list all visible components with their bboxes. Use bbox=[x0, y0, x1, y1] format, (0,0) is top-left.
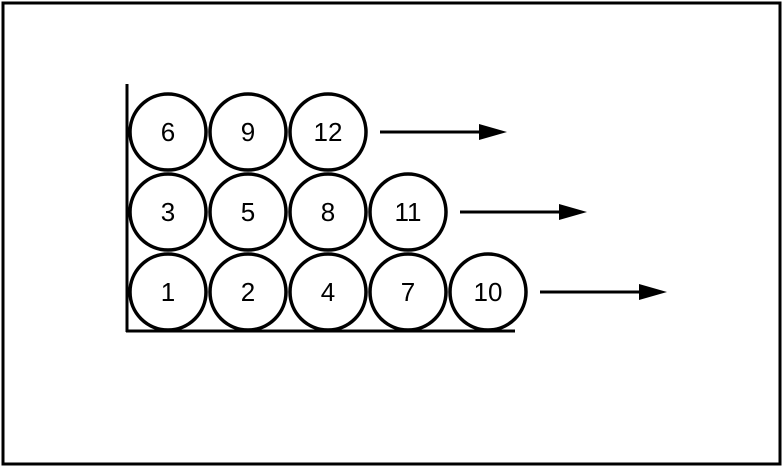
ball-10: 10 bbox=[448, 252, 528, 332]
ball-label: 3 bbox=[161, 197, 175, 227]
ball-5: 5 bbox=[208, 172, 288, 252]
ball-label: 8 bbox=[321, 197, 335, 227]
ball-2: 2 bbox=[208, 252, 288, 332]
ball-circle bbox=[288, 172, 368, 252]
ball-circle bbox=[208, 92, 288, 172]
ball-9: 9 bbox=[208, 92, 288, 172]
ball-label: 9 bbox=[241, 117, 255, 147]
ball-circle bbox=[128, 252, 208, 332]
ball-circle bbox=[288, 252, 368, 332]
ball-circle bbox=[128, 92, 208, 172]
ball-circle bbox=[448, 252, 528, 332]
ball-circle bbox=[208, 252, 288, 332]
ball-12: 12 bbox=[288, 92, 368, 172]
arrow-head bbox=[559, 204, 587, 220]
ball-label: 7 bbox=[401, 277, 415, 307]
arrow-head bbox=[479, 124, 507, 140]
ball-label: 12 bbox=[314, 117, 343, 147]
ball-8: 8 bbox=[288, 172, 368, 252]
ball-label: 1 bbox=[161, 277, 175, 307]
ball-label: 4 bbox=[321, 277, 335, 307]
ball-label: 6 bbox=[161, 117, 175, 147]
ball-11: 11 bbox=[368, 172, 448, 252]
arrow-head bbox=[639, 284, 667, 300]
ball-4: 4 bbox=[288, 252, 368, 332]
arrow-top-row bbox=[380, 124, 507, 140]
arrow-middle-row bbox=[460, 204, 587, 220]
ball-circle bbox=[288, 92, 368, 172]
ball-circle bbox=[208, 172, 288, 252]
arrow-bottom-row bbox=[540, 284, 667, 300]
ball-label: 10 bbox=[474, 277, 503, 307]
ball-label: 11 bbox=[395, 197, 422, 227]
ball-1: 1 bbox=[128, 252, 208, 332]
ball-6: 6 bbox=[128, 92, 208, 172]
ball-label: 5 bbox=[241, 197, 255, 227]
ball-label: 2 bbox=[241, 277, 255, 307]
ball-3: 3 bbox=[128, 172, 208, 252]
ball-7: 7 bbox=[368, 252, 448, 332]
ball-circle bbox=[368, 252, 448, 332]
arrows-group bbox=[380, 124, 667, 300]
ball-circle bbox=[368, 172, 448, 252]
ball-circle bbox=[128, 172, 208, 252]
